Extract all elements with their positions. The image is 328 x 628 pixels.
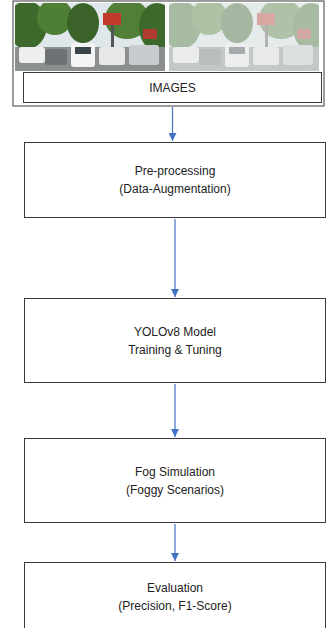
box-title: IMAGES xyxy=(149,79,196,97)
box-title: YOLOv8 Model xyxy=(134,323,216,341)
box-title: Pre-processing xyxy=(135,162,216,180)
box-subtitle: (Foggy Scenarios) xyxy=(126,481,224,499)
box-subtitle: Training & Tuning xyxy=(128,341,222,359)
box-subtitle: (Data-Augmentation) xyxy=(119,180,230,198)
process-box: Pre-processing(Data-Augmentation) xyxy=(24,142,326,218)
flow-arrow xyxy=(174,219,175,297)
box-title: Fog Simulation xyxy=(135,463,215,481)
box-subtitle: (Precision, F1-Score) xyxy=(118,597,231,615)
flow-arrow xyxy=(174,524,175,561)
clear-photo xyxy=(7,0,175,71)
foggy-photo xyxy=(161,0,328,71)
box-title: Evaluation xyxy=(147,579,203,597)
flow-arrow xyxy=(174,384,175,437)
flow-arrow xyxy=(172,107,173,141)
process-box: Evaluation(Precision, F1-Score) xyxy=(24,562,326,628)
process-box: YOLOv8 ModelTraining & Tuning xyxy=(24,298,326,383)
process-box: Fog Simulation(Foggy Scenarios) xyxy=(24,438,326,523)
input-box: IMAGES xyxy=(23,72,322,103)
